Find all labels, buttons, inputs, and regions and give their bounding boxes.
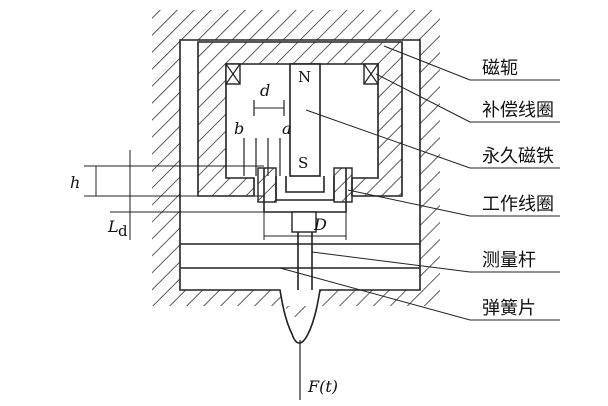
d-label: d — [260, 81, 270, 100]
force: F(t) — [299, 340, 338, 400]
compensation-coil — [225, 63, 379, 85]
callout-labels: 磁轭 补偿线圈 永久磁铁 工作线圈 测量杆 弹簧片 — [482, 58, 554, 319]
L-label: L — [107, 217, 119, 236]
magnet-body — [289, 63, 321, 177]
callout-spring-plate: 弹簧片 — [482, 298, 536, 319]
force-label: F(t) — [307, 377, 338, 396]
callout-compensation-coil: 补偿线圈 — [482, 100, 554, 121]
L-subscript: d — [118, 222, 128, 240]
a-label: a — [282, 119, 292, 138]
D-label: D — [313, 215, 327, 234]
permanent-magnet: N S — [289, 63, 321, 177]
south-label: S — [298, 154, 308, 172]
callout-yoke: 磁轭 — [482, 58, 518, 79]
leader-lines — [279, 45, 560, 321]
gap-lines: d b a — [234, 81, 292, 176]
working-coil — [257, 167, 353, 233]
callout-measuring-rod: 测量杆 — [482, 250, 536, 271]
measuring-rod — [297, 232, 313, 290]
cup-base — [291, 211, 317, 233]
working-coil-left — [257, 167, 277, 203]
spring-plate — [180, 243, 420, 269]
dimension-D: D — [263, 212, 347, 240]
callout-working-coil: 工作线圈 — [482, 194, 554, 215]
callout-permanent-magnet: 永久磁铁 — [482, 146, 554, 167]
h-label: h — [70, 173, 80, 192]
working-coil-right — [333, 167, 353, 203]
b-label: b — [234, 119, 244, 138]
north-label: N — [298, 68, 311, 86]
dimensions-left: h L d — [70, 150, 264, 240]
